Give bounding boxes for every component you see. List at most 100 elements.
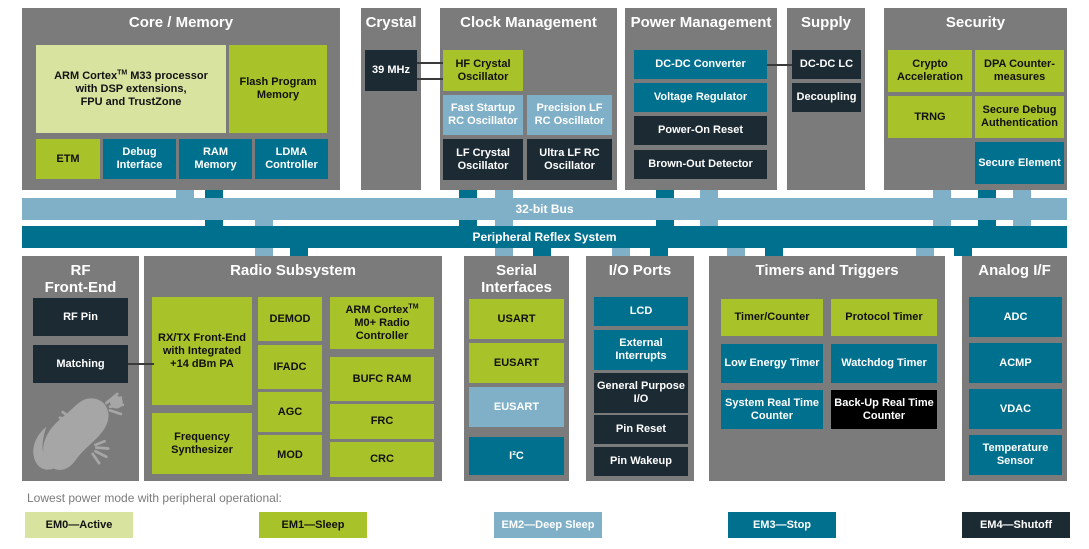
block-dpa-countermeasures[interactable]: DPA Counter-measures — [975, 50, 1064, 92]
block-ultra-lf-rc-oscillator[interactable]: Ultra LF RC Oscillator — [527, 139, 612, 180]
block-general-purpose-io[interactable]: General Purpose I/O — [594, 373, 688, 413]
block-fast-startup-rc-oscillator[interactable]: Fast Startup RC Oscillator — [443, 95, 523, 135]
legend-swatch-em1: EM1—Sleep — [259, 512, 367, 538]
block-voltage-regulator[interactable]: Voltage Regulator — [634, 83, 767, 112]
block-rx-tx-front-end[interactable]: RX/TX Front-End with Integrated +14 dBm … — [152, 297, 252, 405]
legend-swatch-em3: EM3—Stop — [728, 512, 836, 538]
block-power-on-reset[interactable]: Power-On Reset — [634, 116, 767, 145]
block-timer-counter[interactable]: Timer/Counter — [721, 299, 823, 336]
bus-stub-light-power — [700, 190, 718, 200]
block-etm[interactable]: ETM — [36, 139, 100, 179]
block-system-real-time-counter[interactable]: System Real Time Counter — [721, 390, 823, 429]
block-adc[interactable]: ADC — [969, 297, 1062, 337]
wire-crystal-to-hfxo-bottom — [417, 78, 443, 80]
wire-matching-to-rxtx — [128, 363, 154, 365]
panel-title-power-management: Power Management — [630, 14, 772, 31]
panel-title-crystal: Crystal — [365, 14, 417, 31]
bus-stub-dark-serial — [533, 248, 551, 256]
block-crypto-acceleration[interactable]: Crypto Acceleration — [888, 50, 972, 92]
block-demod[interactable]: DEMOD — [258, 297, 322, 341]
block-brown-out-detector[interactable]: Brown-Out Detector — [634, 150, 767, 179]
bus-stub-dark-timers — [765, 248, 783, 256]
bus-link-light-power2 — [700, 220, 718, 228]
block-temperature-sensor[interactable]: Temperature Sensor — [969, 435, 1062, 475]
panel-title-line2: Front-End — [44, 279, 117, 296]
legend-caption: Lowest power mode with peripheral operat… — [27, 491, 282, 505]
block-eusart-em2[interactable]: EUSART — [469, 387, 564, 427]
block-dc-dc-lc[interactable]: DC-DC LC — [792, 50, 861, 79]
block-i2c[interactable]: I²C — [469, 437, 564, 475]
panel-title-security: Security — [945, 14, 1006, 31]
bus-stub-dark-io — [650, 248, 668, 256]
block-low-energy-timer[interactable]: Low Energy Timer — [721, 344, 823, 383]
block-frequency-synthesizer[interactable]: Frequency Synthesizer — [152, 413, 252, 474]
wire-crystal-to-hfxo-top — [417, 62, 443, 64]
bus-32bit: 32-bit Bus — [22, 198, 1067, 220]
panel-title-line1: Serial — [496, 262, 537, 279]
bus-32bit-label: 32-bit Bus — [515, 202, 574, 216]
bus-stub-light-serial — [495, 248, 513, 256]
block-mod[interactable]: MOD — [258, 435, 322, 475]
block-protocol-timer[interactable]: Protocol Timer — [831, 299, 937, 336]
block-hf-crystal-oscillator[interactable]: HF Crystal Oscillator — [443, 50, 523, 91]
legend-swatch-em2: EM2—Deep Sleep — [494, 512, 602, 538]
block-vdac[interactable]: VDAC — [969, 389, 1062, 429]
block-backup-real-time-counter[interactable]: Back-Up Real Time Counter — [831, 390, 937, 429]
bus-link-light-clock2 — [495, 220, 513, 228]
block-debug-interface[interactable]: Debug Interface — [103, 139, 176, 179]
panel-title-supply: Supply — [800, 14, 851, 31]
block-rf-pin[interactable]: RF Pin — [33, 298, 128, 336]
panel-title-core-memory: Core / Memory — [128, 14, 234, 31]
panel-title-analog-if: Analog I/F — [978, 262, 1051, 279]
block-usart[interactable]: USART — [469, 299, 564, 339]
block-secure-element[interactable]: Secure Element — [975, 142, 1064, 184]
block-trng[interactable]: TRNG — [888, 96, 972, 138]
bus-link-light-sec2 — [1013, 220, 1031, 228]
legend-swatch-em4: EM4—Shutoff — [962, 512, 1070, 538]
block-precision-lf-rc-oscillator[interactable]: Precision LF RC Oscillator — [527, 95, 612, 135]
panel-title-io-ports: I/O Ports — [608, 262, 672, 279]
panel-title-radio-subsystem: Radio Subsystem — [230, 262, 356, 279]
panel-title-serial-interfaces: Serial Interfaces — [464, 262, 569, 296]
bus-stub-light-core — [176, 190, 194, 200]
block-dc-dc-converter[interactable]: DC-DC Converter — [634, 50, 767, 79]
block-flash-program-memory[interactable]: Flash Program Memory — [229, 45, 327, 133]
panel-title-clock-management: Clock Management — [460, 14, 597, 31]
block-agc[interactable]: AGC — [258, 392, 322, 432]
bus-stub-light-io — [612, 248, 630, 256]
block-decoupling[interactable]: Decoupling — [792, 83, 861, 112]
bus-stub-light-timers — [727, 248, 745, 256]
block-bufc-ram[interactable]: BUFC RAM — [330, 357, 434, 401]
block-matching[interactable]: Matching — [33, 345, 128, 383]
bus-peripheral-reflex-system: Peripheral Reflex System — [22, 226, 1067, 248]
bus-stub-dark-radio — [290, 248, 308, 256]
panel-crystal: Crystal — [361, 8, 421, 190]
block-ram-memory[interactable]: RAM Memory — [179, 139, 252, 179]
block-pin-wakeup[interactable]: Pin Wakeup — [594, 447, 688, 476]
panel-title-rf-front-end: RF Front-End — [22, 262, 139, 296]
block-ifadc[interactable]: IFADC — [258, 345, 322, 389]
legend-swatch-em0: EM0—Active — [25, 512, 133, 538]
block-pin-reset[interactable]: Pin Reset — [594, 415, 688, 444]
wire-dcdc-to-dcdclc — [767, 64, 792, 66]
bus-link-light-coreram — [255, 220, 273, 228]
bus-stub-light-radio — [255, 248, 273, 256]
bus-stub-light-clock — [495, 190, 513, 200]
block-watchdog-timer[interactable]: Watchdog Timer — [831, 344, 937, 383]
block-crc[interactable]: CRC — [330, 442, 434, 477]
block-crystal-39mhz[interactable]: 39 MHz — [365, 50, 417, 91]
block-external-interrupts[interactable]: External Interrupts — [594, 330, 688, 370]
block-lf-crystal-oscillator[interactable]: LF Crystal Oscillator — [443, 139, 523, 180]
block-frc[interactable]: FRC — [330, 404, 434, 439]
block-secure-debug-authentication[interactable]: Secure Debug Authentication — [975, 96, 1064, 138]
bus-stub-light-security2 — [1013, 190, 1031, 200]
block-eusart-em1[interactable]: EUSART — [469, 343, 564, 383]
block-lcd[interactable]: LCD — [594, 297, 688, 326]
bus-stub-light-analog — [916, 248, 934, 256]
block-acmp[interactable]: ACMP — [969, 343, 1062, 383]
block-ldma-controller[interactable]: LDMA Controller — [255, 139, 328, 179]
